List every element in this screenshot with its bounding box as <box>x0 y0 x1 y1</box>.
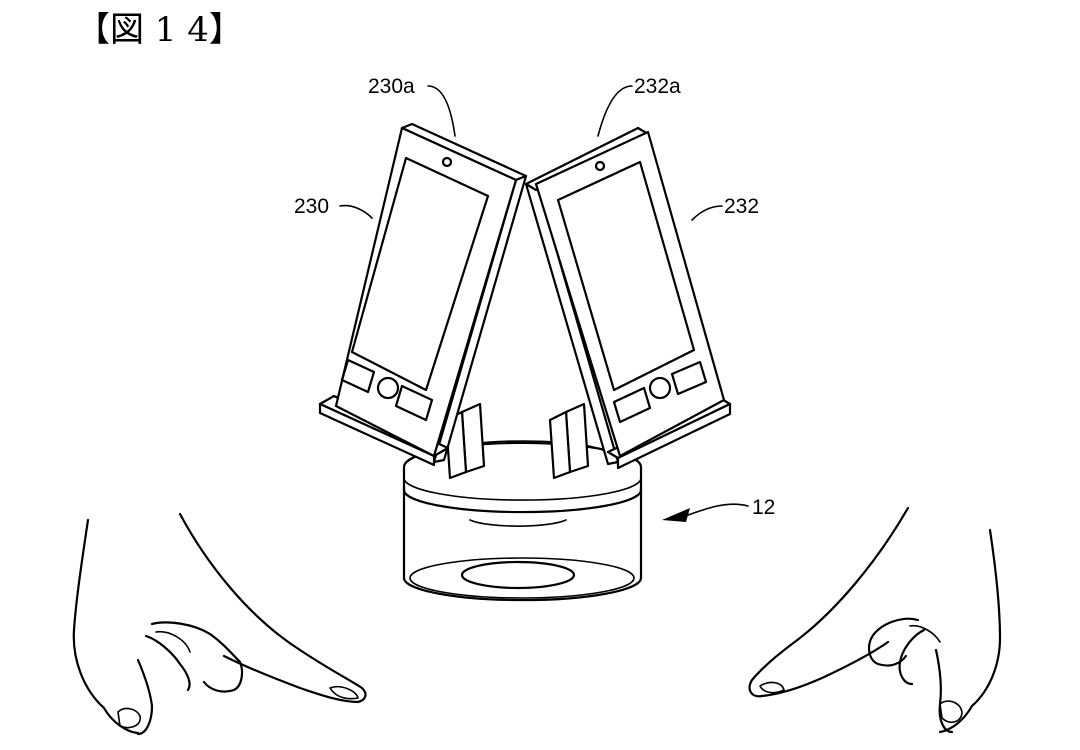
arrowhead-12 <box>662 508 690 522</box>
left-hand <box>72 512 367 736</box>
right-device <box>524 126 732 470</box>
leader-lines <box>339 85 749 522</box>
base-unit <box>402 440 643 602</box>
right-hand <box>748 506 1002 734</box>
left-device <box>318 122 528 467</box>
label-230a: 230a <box>368 75 415 98</box>
leader-12 <box>679 503 749 519</box>
leader-230 <box>339 204 373 219</box>
figure-title: 【図 1 4】 <box>76 10 243 50</box>
leader-232 <box>691 205 723 221</box>
label-230: 230 <box>294 195 329 218</box>
label-232a: 232a <box>634 75 681 98</box>
leader-232a <box>597 85 633 137</box>
label-12: 12 <box>752 496 775 519</box>
leader-230a <box>427 85 456 137</box>
right-support-block <box>548 402 590 480</box>
label-232: 232 <box>724 195 759 218</box>
